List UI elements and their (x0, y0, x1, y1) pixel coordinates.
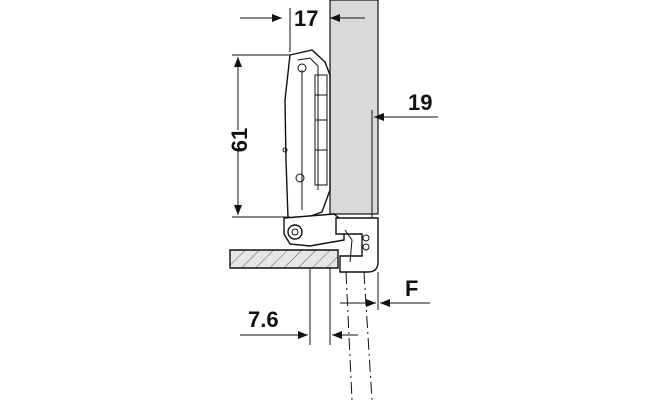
dimension-17: 17 (240, 6, 365, 52)
dimension-61-label: 61 (227, 128, 252, 152)
hinge-cup (283, 213, 379, 273)
dimension-f: F (340, 276, 430, 307)
dimension-61: 61 (227, 54, 290, 218)
dimension-7-6: 7.6 (240, 307, 358, 339)
dimension-f-label: F (405, 276, 418, 301)
dimension-7-6-label: 7.6 (248, 307, 279, 332)
dimension-19-label: 19 (408, 90, 432, 115)
dimension-19: 19 (371, 90, 438, 218)
center-lines (309, 268, 379, 400)
door-panel (329, 0, 379, 215)
hinge-arm (282, 49, 331, 219)
cabinet-panel (229, 249, 339, 269)
dimension-17-label: 17 (294, 6, 318, 31)
